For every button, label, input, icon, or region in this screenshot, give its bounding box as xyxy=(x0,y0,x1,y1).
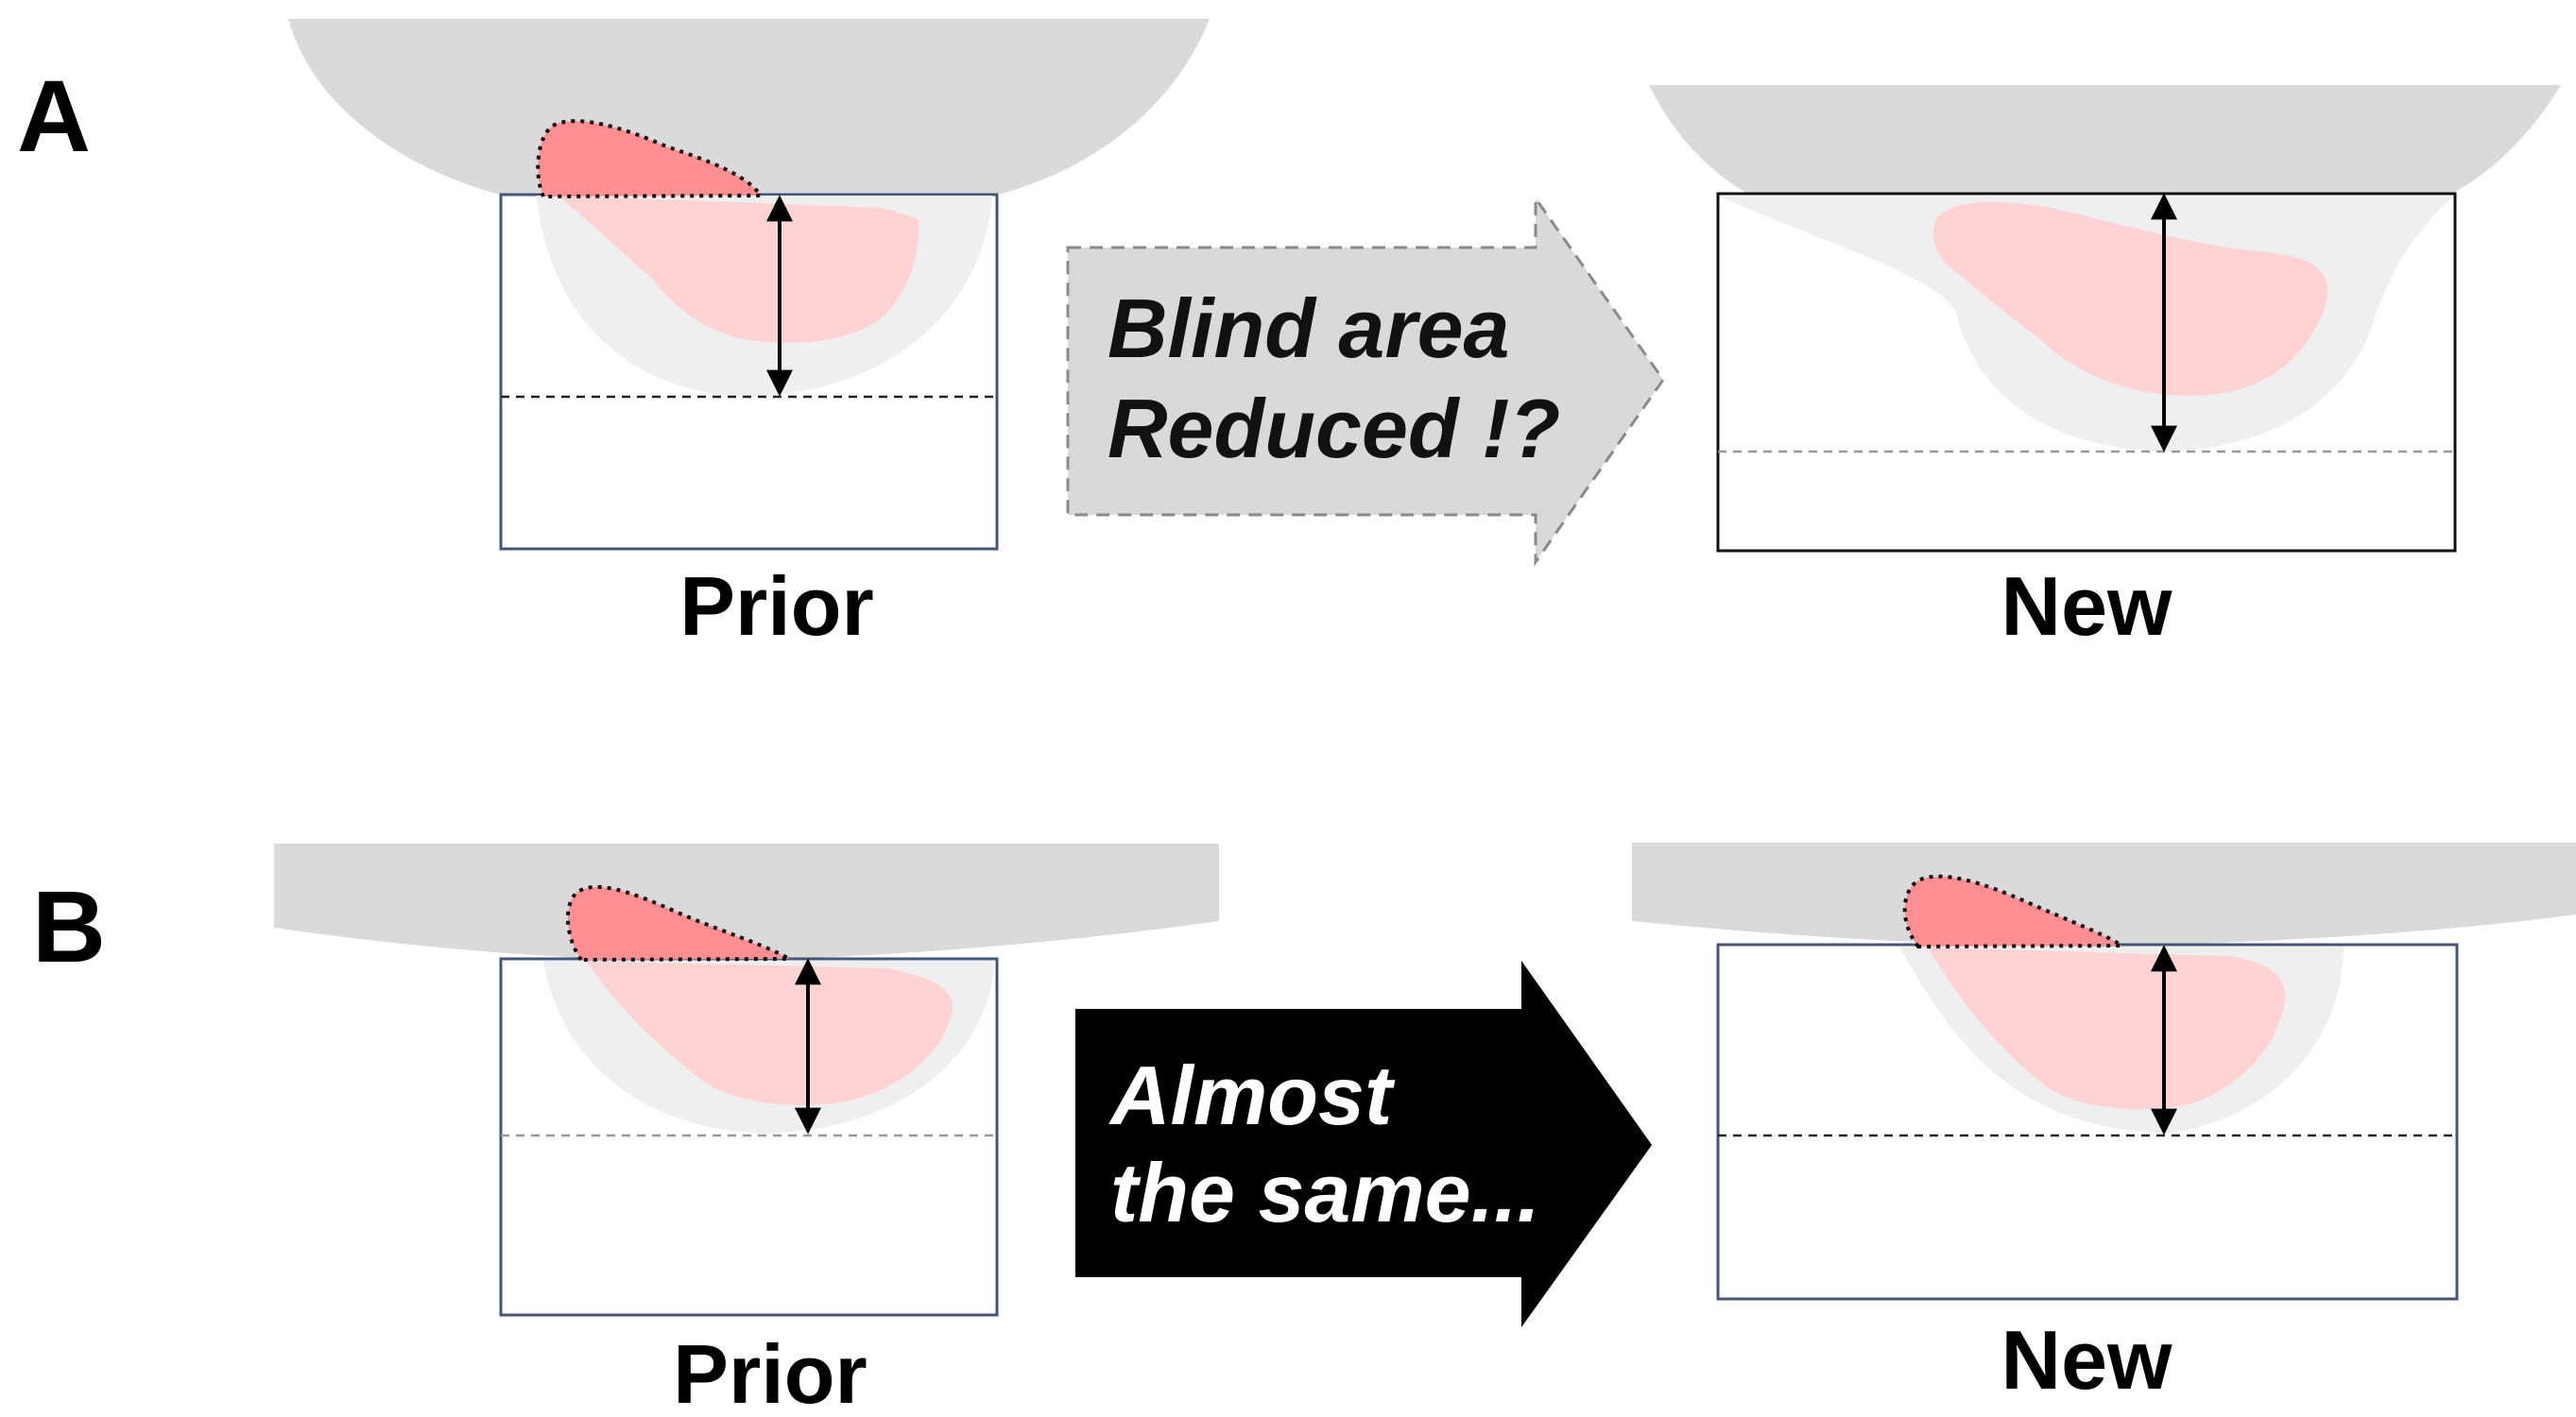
panel-b-arrow: Almost the same... xyxy=(1075,961,1652,1327)
panel-a-arrow-line1: Blind area xyxy=(1108,282,1509,375)
panel-a-letter: A xyxy=(17,59,91,173)
lens-shape xyxy=(1649,85,2561,194)
panel-a-new-caption: New xyxy=(2001,559,2172,653)
panel-a-prior-caption: Prior xyxy=(679,559,873,653)
lesion-hidden xyxy=(565,884,797,963)
lesion-hidden xyxy=(1902,874,2128,949)
lesion-visible xyxy=(586,961,953,1105)
transition-arrow xyxy=(1066,194,1665,567)
panel-a-new-diagram xyxy=(1649,85,2561,553)
lesion-visible xyxy=(558,196,919,343)
lesion-visible xyxy=(1932,201,2328,397)
panel-b-arrow-line1: Almost xyxy=(1108,1049,1396,1142)
panel-b-prior-caption: Prior xyxy=(673,1327,867,1417)
panel-a-arrow: Blind area Reduced !? xyxy=(1066,194,1665,567)
lens-shape xyxy=(1632,843,2576,945)
lens-shape xyxy=(274,844,1219,959)
transition-arrow xyxy=(1075,961,1652,1327)
lesion-hidden xyxy=(536,119,764,199)
lesion-visible xyxy=(1928,948,2286,1110)
panel-b-letter: B xyxy=(32,869,106,983)
panel-a-arrow-line2: Reduced !? xyxy=(1108,382,1560,475)
panel-a-prior-diagram xyxy=(288,19,1210,551)
panel-b-prior-diagram xyxy=(274,844,1219,1317)
panel-b-arrow-line2: the same... xyxy=(1110,1146,1540,1239)
panel-b-new-diagram xyxy=(1632,843,2576,1301)
lens-shape xyxy=(288,19,1210,194)
panel-b-new-caption: New xyxy=(2001,1313,2172,1407)
panel-a: A Prior Blind area Reduced !? New xyxy=(17,19,2561,653)
panel-b: B Prior Almost the same... xyxy=(32,843,2576,1417)
